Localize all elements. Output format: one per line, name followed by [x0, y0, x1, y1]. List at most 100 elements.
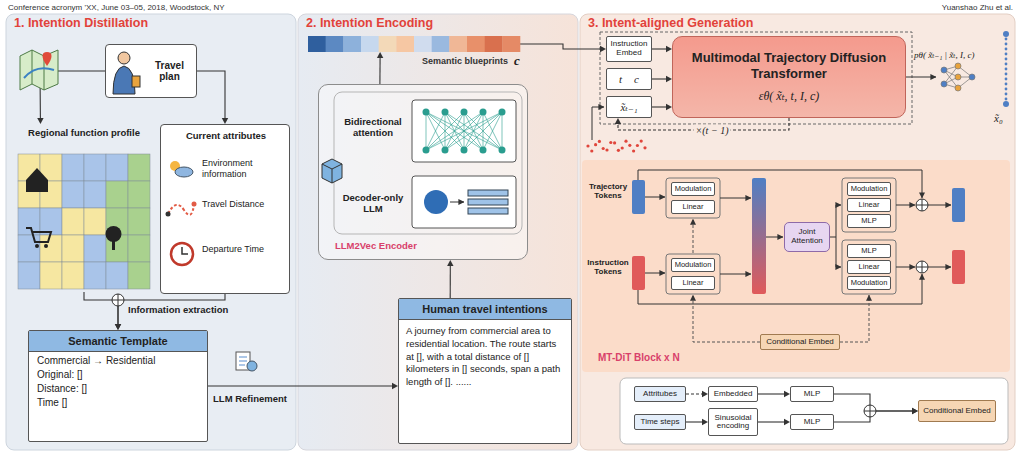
- function-grid: [84, 235, 106, 262]
- output-tokens: [952, 250, 965, 284]
- noise-trajectory: [609, 141, 612, 144]
- connector-line: [379, 57, 380, 84]
- cart-icon: [44, 244, 48, 248]
- map-icon: [20, 50, 58, 90]
- text-slot: 3. Intent-aligned Generation: [588, 16, 888, 30]
- text-slot: 2. Intention Encoding: [306, 16, 566, 30]
- node-text: Regional function profile: [16, 127, 152, 138]
- condition-wire: [693, 295, 760, 342]
- function-grid: [62, 208, 84, 235]
- embedding-cells: [343, 36, 361, 52]
- cart-icon: [35, 244, 39, 248]
- arrowhead: [666, 46, 672, 52]
- text-slot: Travel Distance: [202, 199, 288, 210]
- node-text: Instruction Embed: [608, 40, 650, 58]
- process-box: Sinusoidal encoding: [708, 408, 758, 436]
- cart-icon: [26, 228, 51, 242]
- label-slot: Trajectory Tokens: [585, 182, 631, 200]
- connector: [686, 391, 708, 397]
- network-icon: [941, 63, 975, 91]
- cube-icon: [322, 164, 342, 183]
- embedding-cells: [485, 36, 503, 52]
- wire: [645, 273, 665, 274]
- attention-graph: [426, 112, 445, 150]
- output-tokens: [952, 188, 965, 284]
- function-grid: [128, 208, 150, 235]
- function-grid: [84, 181, 106, 208]
- node-text: Distance: []: [29, 380, 207, 394]
- function-grid: [84, 208, 106, 235]
- block-ground: [582, 160, 1010, 372]
- function-grid: [62, 154, 84, 181]
- attention-graph: [426, 112, 483, 150]
- arrowhead: [37, 118, 43, 124]
- label-slot: LLM Refinement: [211, 393, 289, 404]
- arrowhead: [666, 76, 672, 82]
- wire: [896, 205, 915, 206]
- function-grid: [18, 154, 150, 289]
- arrowhead: [666, 104, 672, 110]
- connector: [652, 104, 672, 110]
- free-label: Instruction Tokens: [585, 258, 631, 276]
- cube-icon: [322, 159, 342, 183]
- node-text: Sinusoidal encoding: [710, 414, 756, 431]
- text-slot: Environment information: [202, 158, 288, 180]
- node-text: Human travel intentions: [399, 299, 571, 320]
- condition-wire: [840, 295, 869, 342]
- node-text: MT-DiT Block x N: [598, 352, 748, 363]
- output-trajectory: [1005, 93, 1008, 96]
- free-label: Conference acronym 'XX, June 03–05, 2018…: [8, 3, 428, 12]
- function-grid: [18, 208, 40, 235]
- cube-icon: [322, 159, 342, 183]
- process-box: Attritubes: [634, 386, 686, 402]
- node-text: Joint Attention: [786, 228, 828, 246]
- arrowhead: [377, 52, 383, 58]
- text-slot: 1. Intention Distillation: [14, 16, 284, 30]
- attention-graph: [442, 147, 449, 154]
- arrowhead: [615, 118, 621, 124]
- attribute-box: Current attributesEnvironment informatio…: [160, 124, 290, 294]
- attention-graph: [480, 147, 487, 154]
- output-trajectory: [1005, 68, 1008, 71]
- traveller-icon: [113, 52, 140, 94]
- wire: [928, 205, 951, 206]
- panel: 3. Intent-aligned GenerationInstruction …: [580, 14, 1015, 450]
- node-text: Time steps: [641, 418, 680, 426]
- arrowhead: [784, 391, 790, 397]
- sum-node: [916, 261, 928, 273]
- output-trajectory: [1005, 98, 1008, 101]
- llm-icon: [450, 202, 464, 203]
- node-text: LLM2Vec Encoder: [335, 240, 475, 251]
- house-icon: [26, 168, 48, 192]
- output-trajectory: [1005, 83, 1008, 86]
- layer-box: Linear: [847, 198, 891, 212]
- network-icon: [955, 63, 961, 69]
- route-icon: [166, 202, 197, 217]
- process-box: MLP: [790, 414, 834, 430]
- attention-graph: [464, 112, 502, 150]
- label-slot: pθ( x̃ₜ₋₁ | x̃ₜ, I, c): [914, 50, 1006, 60]
- noise-trajectory: [636, 144, 639, 147]
- process-box: Embedded: [708, 386, 758, 402]
- connector: [686, 419, 708, 425]
- embedding-cells: [396, 36, 414, 52]
- process-box: Time steps: [634, 414, 686, 430]
- layer-group: [666, 178, 720, 218]
- function-grid: [128, 181, 150, 208]
- network-icon: [955, 74, 961, 80]
- embedding-cells: [414, 36, 432, 52]
- embedding-cells: [502, 36, 520, 52]
- panel-ground: [298, 14, 578, 450]
- attention-graph: [480, 109, 487, 116]
- attention-graph: [461, 147, 468, 154]
- wire: [645, 197, 665, 198]
- sum-node: [916, 199, 928, 211]
- node-text: Semantic Template: [29, 331, 207, 352]
- dashed-frame: [600, 32, 912, 124]
- connector: [208, 383, 398, 389]
- embed-box: Conditional Embed: [760, 334, 840, 350]
- wire: [928, 267, 951, 268]
- traveller-icon: [118, 52, 130, 64]
